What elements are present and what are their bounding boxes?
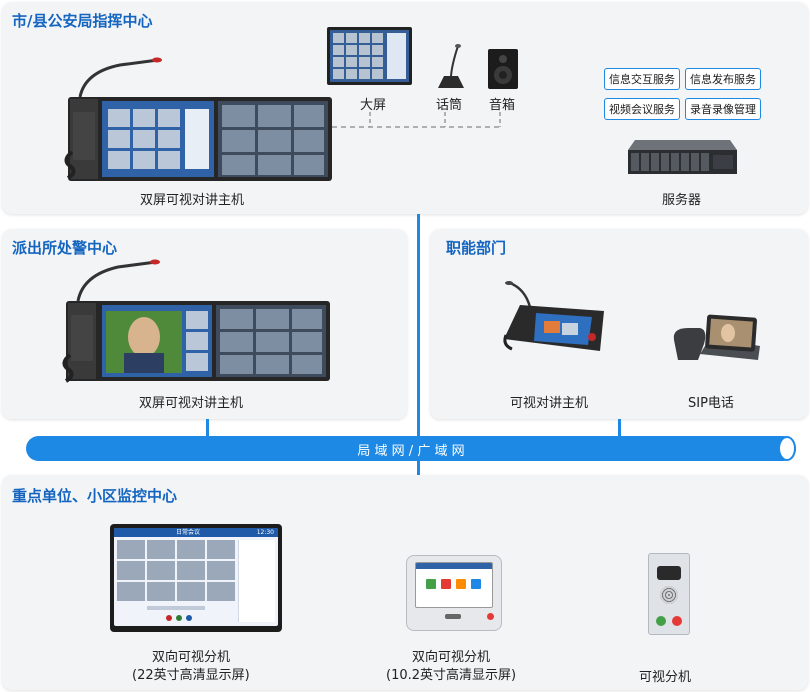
big-screen-illustration [327, 27, 412, 85]
station-host-illustration [62, 259, 330, 383]
extension-22-screen: 日常会议 12:30 [114, 528, 278, 626]
extension-10-app-green [426, 579, 436, 589]
police-station-title: 派出所处警中心 [12, 239, 118, 257]
microphone-icon [438, 44, 464, 88]
city-host-label: 双屏可视对讲主机 [140, 193, 245, 208]
video-extension-speaker-grille [660, 586, 678, 604]
speaker-label: 音箱 [489, 98, 516, 113]
dual-screen-intercom-host [60, 57, 335, 185]
video-extension-red-button [672, 616, 682, 626]
monitoring-center-title: 重点单位、小区监控中心 [12, 487, 178, 505]
functional-department-panel: 职能部门 可视对讲主机 SIP电话 [430, 229, 808, 419]
sip-phone [670, 314, 762, 364]
extension-10-button [445, 614, 461, 619]
network-vertical-line-top [417, 214, 420, 436]
video-intercom-host-illustration [503, 281, 604, 351]
station-dual-screen-host [58, 257, 333, 385]
service-recording-management: 录音录像管理 [685, 98, 761, 120]
station-host-label: 双屏可视对讲主机 [139, 396, 244, 411]
server [625, 132, 740, 177]
speaker [488, 49, 518, 89]
monitoring-center-panel: 重点单位、小区监控中心 日常会议 12:30 双向可视分机 (22英寸高清显示屏… [2, 475, 808, 690]
video-intercom-host [500, 277, 610, 359]
network-link-station [206, 419, 209, 437]
extension-22-video-grid [117, 540, 235, 621]
extension-10-label-line1: 双向可视分机 [412, 650, 491, 665]
extension-22-label-line2: (22英寸高清显示屏) [132, 668, 250, 683]
video-intercom-host-label: 可视对讲主机 [510, 396, 589, 411]
sip-phone-label: SIP电话 [688, 396, 734, 411]
extension-22-screen-title: 日常会议 [176, 529, 201, 536]
dual-screen-host-illustration [64, 57, 332, 181]
network-vertical-line-bottom [417, 461, 420, 476]
network-link-functional [618, 419, 621, 437]
big-screen-label: 大屏 [360, 98, 387, 113]
big-screen [327, 27, 412, 89]
city-connection-lines [332, 112, 502, 128]
server-illustration [628, 140, 737, 174]
city-command-title: 市/县公安局指挥中心 [12, 12, 153, 30]
server-label: 服务器 [662, 193, 702, 208]
network-label: 局 域 网 / 广 域 网 [357, 444, 465, 459]
two-way-video-extension-22: 日常会议 12:30 [110, 524, 282, 632]
extension-10-app-red [441, 579, 451, 589]
video-extension-green-button [656, 616, 666, 626]
service-info-exchange: 信息交互服务 [604, 68, 680, 90]
microphone [434, 44, 468, 90]
sip-phone-illustration [673, 314, 760, 360]
network-bus-end-cap [778, 436, 796, 461]
extension-22-screen-time: 12:30 [256, 529, 274, 536]
video-extension [648, 553, 690, 635]
extension-10-header [416, 563, 492, 569]
extension-22-screen-header: 日常会议 12:30 [114, 528, 278, 537]
extension-10-app-orange [456, 579, 466, 589]
functional-department-title: 职能部门 [446, 239, 507, 257]
police-station-panel: 派出所处警中心 双屏可视对讲主机 [2, 229, 407, 419]
extension-10-call-button [487, 613, 494, 620]
video-extension-label: 可视分机 [639, 670, 692, 685]
extension-10-label-line2: (10.2英寸高清显示屏) [386, 668, 517, 683]
extension-22-side-list [238, 540, 275, 622]
service-video-conference: 视频会议服务 [604, 98, 680, 120]
two-way-video-extension-10 [406, 555, 502, 631]
microphone-label: 话筒 [436, 98, 463, 113]
extension-10-app-blue [471, 579, 481, 589]
extension-10-screen [415, 562, 493, 608]
video-extension-camera [657, 566, 681, 580]
network-bus: 局 域 网 / 广 域 网 [26, 436, 796, 461]
extension-22-label-line1: 双向可视分机 [152, 650, 231, 665]
speaker-icon [488, 49, 518, 89]
city-command-panel: 市/县公安局指挥中心 双屏可视对讲主机 [2, 2, 808, 214]
service-info-publish: 信息发布服务 [685, 68, 761, 90]
